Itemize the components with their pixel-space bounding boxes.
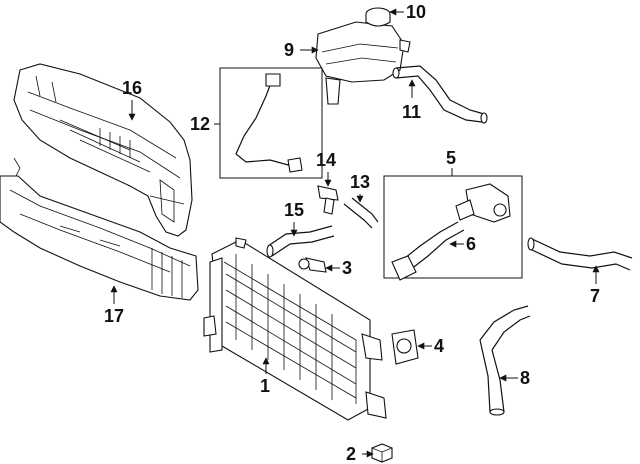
callout-12: 12 bbox=[190, 114, 210, 134]
leader-lines bbox=[110, 8, 600, 458]
outlet-housing bbox=[391, 329, 419, 365]
callout-15: 15 bbox=[284, 200, 304, 220]
callout-10: 10 bbox=[406, 2, 426, 22]
bypass-hose bbox=[479, 305, 531, 416]
drain-plug bbox=[371, 443, 393, 463]
callout-6: 6 bbox=[466, 234, 476, 254]
callout-3: 3 bbox=[342, 258, 352, 278]
callout-11: 11 bbox=[402, 102, 421, 122]
callout-14: 14 bbox=[316, 150, 336, 170]
hose-assembly-group bbox=[219, 67, 323, 179]
reservoir-hose bbox=[392, 65, 488, 124]
callout-1: 1 bbox=[260, 376, 270, 396]
callout-13: 13 bbox=[350, 172, 370, 192]
radiator-support-lower bbox=[0, 157, 199, 301]
radiator bbox=[203, 237, 387, 421]
radiator-support-upper bbox=[13, 63, 193, 237]
callout-9: 9 bbox=[284, 40, 294, 60]
thermostat-group bbox=[383, 175, 523, 281]
small-hose bbox=[343, 197, 379, 229]
heater-hose bbox=[266, 225, 335, 258]
coolant-reservoir bbox=[315, 7, 411, 105]
callout-labels: 1 2 3 4 5 6 7 8 9 10 11 12 13 14 15 16 1… bbox=[104, 2, 600, 464]
callout-17: 17 bbox=[104, 306, 124, 326]
callout-7: 7 bbox=[590, 286, 600, 306]
callout-8: 8 bbox=[520, 368, 530, 388]
callout-5: 5 bbox=[446, 148, 456, 168]
sensor bbox=[298, 257, 327, 273]
callout-4: 4 bbox=[434, 336, 444, 356]
callout-16: 16 bbox=[122, 78, 142, 98]
callout-2: 2 bbox=[346, 444, 356, 464]
hose-fitting bbox=[317, 185, 339, 215]
lower-hose bbox=[527, 237, 633, 271]
